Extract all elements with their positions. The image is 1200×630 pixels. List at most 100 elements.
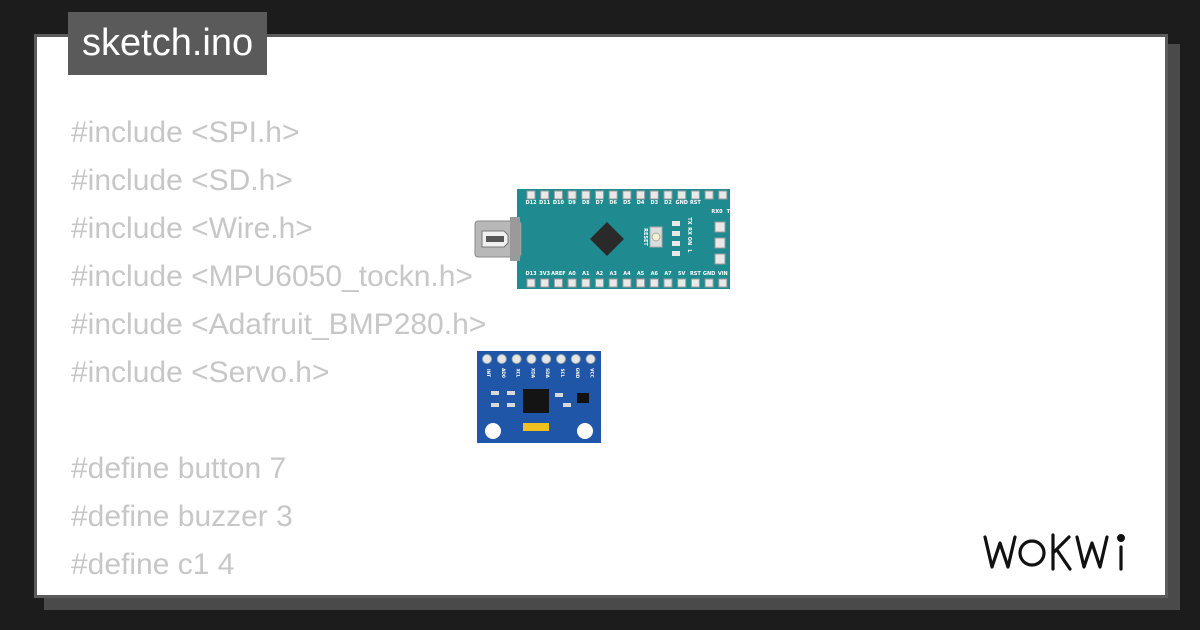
nano-bottom-pin [718, 278, 728, 288]
nano-bottom-pin-label: A4 [623, 271, 631, 277]
reset-button-cap [651, 232, 661, 242]
nano-top-pin [704, 190, 714, 200]
arduino-nano-board: D12D11D10D9D8D7D6D5D4D3D2GNDRSTRX0TX1D13… [474, 189, 730, 289]
mpu-pin [511, 354, 522, 364]
nano-bottom-pin-label: A3 [610, 271, 618, 277]
smd-component [491, 403, 499, 407]
nano-bottom-pin [553, 278, 563, 288]
mpu-pin [541, 354, 552, 364]
preview-card: #include <SPI.h> #include <SD.h> #include … [34, 34, 1168, 598]
smd-component [491, 391, 499, 395]
nano-bottom-pin [690, 278, 700, 288]
nano-bottom-pin [677, 278, 687, 288]
nano-top-pin-label: D10 [553, 200, 565, 206]
usb-port-tongue [486, 236, 504, 242]
mpu-pin [526, 354, 537, 364]
nano-top-pin [526, 190, 536, 200]
nano-bottom-pin-label: RST [690, 271, 701, 277]
nano-top-pin-label: D3 [650, 200, 658, 206]
code-line: #include <SD.h> [71, 164, 293, 197]
code-line: #include <Wire.h> [71, 212, 313, 245]
led-label: RX [686, 227, 692, 235]
reset-label: RESET [642, 228, 648, 246]
mpu-pin-label: GND [575, 368, 580, 379]
code-line: #define button 7 [71, 452, 287, 485]
file-tab[interactable]: sketch.ino [68, 12, 268, 75]
smd-component [507, 403, 515, 407]
nano-top-pin [595, 190, 604, 200]
nano-top-pin [567, 190, 577, 200]
nano-bottom-pin-label: 5V [678, 271, 685, 277]
nano-bottom-pin [649, 278, 659, 288]
nano-bottom-pin-label: VIN [718, 271, 728, 277]
status-led [672, 251, 680, 256]
nano-top-pin-label: D12 [525, 200, 537, 206]
mount-hole-left [485, 423, 501, 439]
nano-bottom-pin-label: A2 [596, 271, 604, 277]
nano-top-pin [608, 190, 618, 200]
nano-bottom-pin [595, 278, 604, 288]
smd-component [555, 393, 563, 397]
nano-top-pin [649, 190, 659, 200]
nano-top-pin-label: D6 [609, 200, 617, 206]
nano-top-pin [636, 190, 646, 200]
nano-top-pin [622, 190, 632, 200]
mpu-pin [496, 354, 507, 364]
code-line: #define buzzer 3 [71, 500, 293, 533]
nano-bottom-pin-label: A0 [568, 271, 576, 277]
mpu-pin [482, 354, 492, 364]
status-led [672, 241, 680, 246]
status-led [672, 231, 680, 236]
smd-component [563, 403, 571, 407]
led-label: L [686, 249, 692, 253]
nano-bottom-pin-label: AREF [551, 271, 566, 277]
mpu-pin-label: SCL [560, 369, 565, 378]
mpu-led [523, 423, 549, 431]
nano-top-pin [718, 190, 728, 200]
nano-bottom-pin-label: GND [703, 271, 715, 277]
mpu-chip [523, 389, 549, 413]
nano-top-pin [690, 190, 700, 200]
icsp-pin [714, 221, 726, 233]
mpu-pin-label: SDA [545, 368, 550, 378]
nano-bottom-pin-label: A7 [664, 271, 672, 277]
nano-bottom-pin [540, 278, 550, 288]
nano-bottom-pin [608, 278, 618, 288]
code-line: #define c2 2 [71, 589, 486, 595]
nano-top-pin [663, 190, 673, 200]
led-label: ON [686, 237, 692, 245]
code-line [71, 397, 486, 445]
nano-bottom-pin-label: 3V3 [539, 271, 550, 277]
nano-top-pin [553, 190, 563, 200]
code-line: #include <SPI.h> [71, 116, 300, 149]
code-preview: #include <SPI.h> #include <SD.h> #include … [71, 109, 487, 595]
nano-bottom-pin-label: A5 [637, 271, 645, 277]
nano-top-pin-label: D8 [582, 200, 590, 206]
mpu-pin [570, 354, 581, 364]
nano-top-pin-label: D4 [637, 200, 645, 206]
nano-top-pin-label: RST [690, 200, 701, 206]
mpu-pin-label: VCC [590, 368, 595, 377]
nano-bottom-pin-label: A1 [582, 271, 590, 277]
wokwi-logo [983, 533, 1126, 571]
mpu-pin-label: XCL [516, 369, 521, 378]
nano-top-pin-label: GND [675, 200, 687, 206]
nano-bottom-pin [636, 278, 646, 288]
status-led [672, 221, 680, 226]
code-line: #include <MPU6050_tockn.h> [71, 260, 473, 293]
nano-top-pin-label: D2 [664, 200, 672, 206]
nano-top-pin [677, 190, 687, 200]
mount-hole-right [577, 423, 593, 439]
nano-top-pin-label: TX1 [727, 209, 730, 215]
code-line: #include <Adafruit_BMP280.h> [71, 308, 487, 341]
nano-top-pin-label: D7 [596, 200, 604, 206]
nano-top-pin [540, 190, 550, 200]
nano-top-pin [581, 190, 591, 200]
mpu-pin-label: AD0 [501, 368, 506, 378]
mpu-pin [556, 354, 566, 364]
nano-bottom-pin-label: A6 [651, 271, 659, 277]
nano-top-pin-label: D11 [539, 200, 551, 206]
nano-top-pin-label: D5 [623, 200, 631, 206]
mpu-pin-label: XDA [530, 368, 535, 379]
icsp-pin [714, 253, 726, 265]
